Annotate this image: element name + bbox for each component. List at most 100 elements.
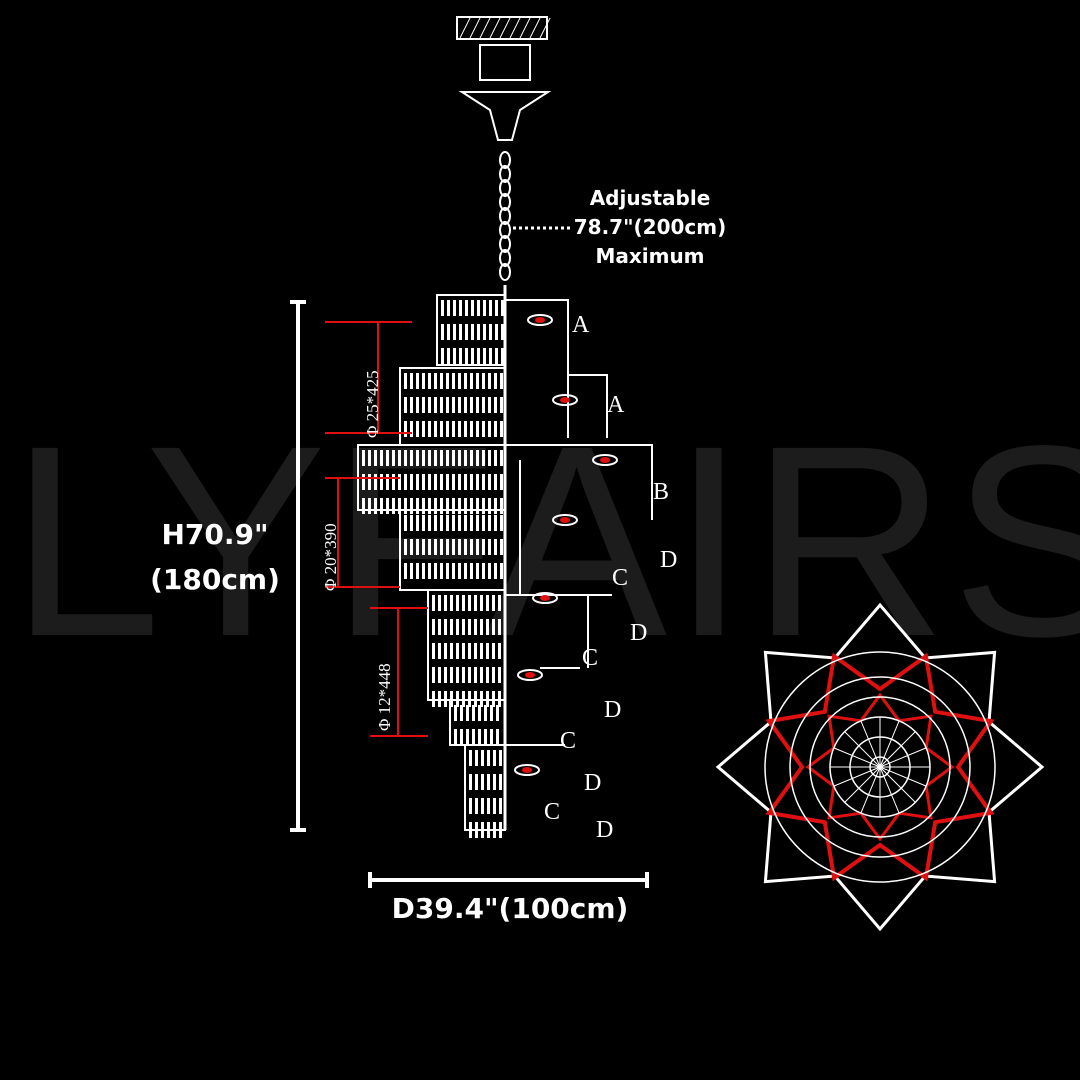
crystal-rod [446, 539, 449, 555]
candle-flame [540, 595, 550, 601]
crystal-rod [453, 348, 456, 364]
crystal-rod [493, 750, 496, 766]
crystal-rod [469, 798, 472, 814]
crystal-rod [476, 498, 479, 514]
crystal-rod [416, 397, 419, 413]
crystal-rod [404, 421, 407, 437]
ceiling-hatch [459, 17, 471, 39]
crystal-rod [482, 450, 485, 466]
crystal-rod [476, 421, 479, 437]
ceiling-hatch [489, 17, 501, 39]
crystal-rod [452, 563, 455, 579]
top-view-spoke [860, 720, 881, 768]
crystal-rod [484, 705, 487, 721]
crystal-rod [441, 300, 444, 316]
crystal-rod [496, 729, 499, 745]
crystal-rod [498, 619, 501, 635]
crystal-rod [486, 595, 489, 611]
crystal-rod [468, 667, 471, 683]
top-view-spoke [879, 731, 916, 768]
ceiling-hatch [529, 17, 541, 39]
crystal-rod [488, 563, 491, 579]
crystal-rod [446, 421, 449, 437]
crystal-rod [468, 619, 471, 635]
chain-link [499, 193, 511, 211]
crystal-rod [474, 667, 477, 683]
crystal-rod [470, 539, 473, 555]
crystal-rod [480, 667, 483, 683]
crystal-rod [452, 450, 455, 466]
crystal-rod [446, 515, 449, 531]
crystal-rod [440, 450, 443, 466]
crystal-rod [410, 397, 413, 413]
chain-note-line2: 78.7"(200cm) [573, 215, 727, 239]
diameter-label: D39.4"(100cm) [391, 892, 629, 925]
crystal-rod [475, 798, 478, 814]
crystal-rod [458, 515, 461, 531]
crystal-rod [404, 397, 407, 413]
crystal-rod [470, 563, 473, 579]
crystal-rod [498, 643, 501, 659]
crystal-rod [460, 729, 463, 745]
crystal-rod [446, 498, 449, 514]
crystal-rod [469, 750, 472, 766]
crystal-rod [432, 667, 435, 683]
crystal-rod [432, 643, 435, 659]
crystal-rod [458, 421, 461, 437]
crystal-rod [422, 450, 425, 466]
crystal-rod [380, 498, 383, 514]
crystal-rod [446, 397, 449, 413]
top-view-spoke [879, 720, 900, 768]
crystal-rod [488, 539, 491, 555]
candle-bulb [552, 514, 578, 526]
crystal-rod [482, 563, 485, 579]
crystal-rod [440, 498, 443, 514]
top-view-spoke [879, 766, 916, 803]
crystal-rod [444, 595, 447, 611]
crystal-rod [428, 563, 431, 579]
crystal-rod [500, 397, 503, 413]
candle-bulb [552, 394, 578, 406]
crystal-rod [410, 539, 413, 555]
crystal-rod [459, 348, 462, 364]
crystal-rod [477, 348, 480, 364]
crystal-rod [450, 643, 453, 659]
crystal-rod [499, 774, 502, 790]
crystal-rod [489, 348, 492, 364]
crystal-rod [404, 474, 407, 490]
crystal-rod [501, 348, 504, 364]
crystal-rod [482, 397, 485, 413]
crystal-rod [464, 397, 467, 413]
crystal-rod [428, 539, 431, 555]
crystal-rod [486, 643, 489, 659]
chain-link [499, 165, 511, 183]
part-letter: D [584, 770, 602, 796]
crystal-rod [500, 515, 503, 531]
top-view-spoke [879, 766, 900, 814]
crystal-rod [470, 421, 473, 437]
candle-flame [535, 317, 545, 323]
chain-link [499, 263, 511, 281]
crystal-rod [476, 563, 479, 579]
crystal-rod [422, 563, 425, 579]
crystal-rod [362, 474, 365, 490]
crystal-rod [453, 324, 456, 340]
crystal-rod [483, 348, 486, 364]
crystal-rod [458, 397, 461, 413]
crystal-rod [464, 515, 467, 531]
crystal-rod [458, 563, 461, 579]
crystal-rod [480, 619, 483, 635]
crystal-rod [488, 421, 491, 437]
crystal-rod [465, 348, 468, 364]
crystal-rod [471, 324, 474, 340]
crystal-rod [495, 324, 498, 340]
crystal-rod [428, 450, 431, 466]
crystal-rod [444, 619, 447, 635]
candle-bulb [514, 764, 540, 776]
crystal-rod [465, 324, 468, 340]
crystal-rod [386, 450, 389, 466]
crystal-rod [476, 474, 479, 490]
crystal-rod [422, 397, 425, 413]
crystal-rod [486, 619, 489, 635]
crystal-rod [487, 822, 490, 838]
